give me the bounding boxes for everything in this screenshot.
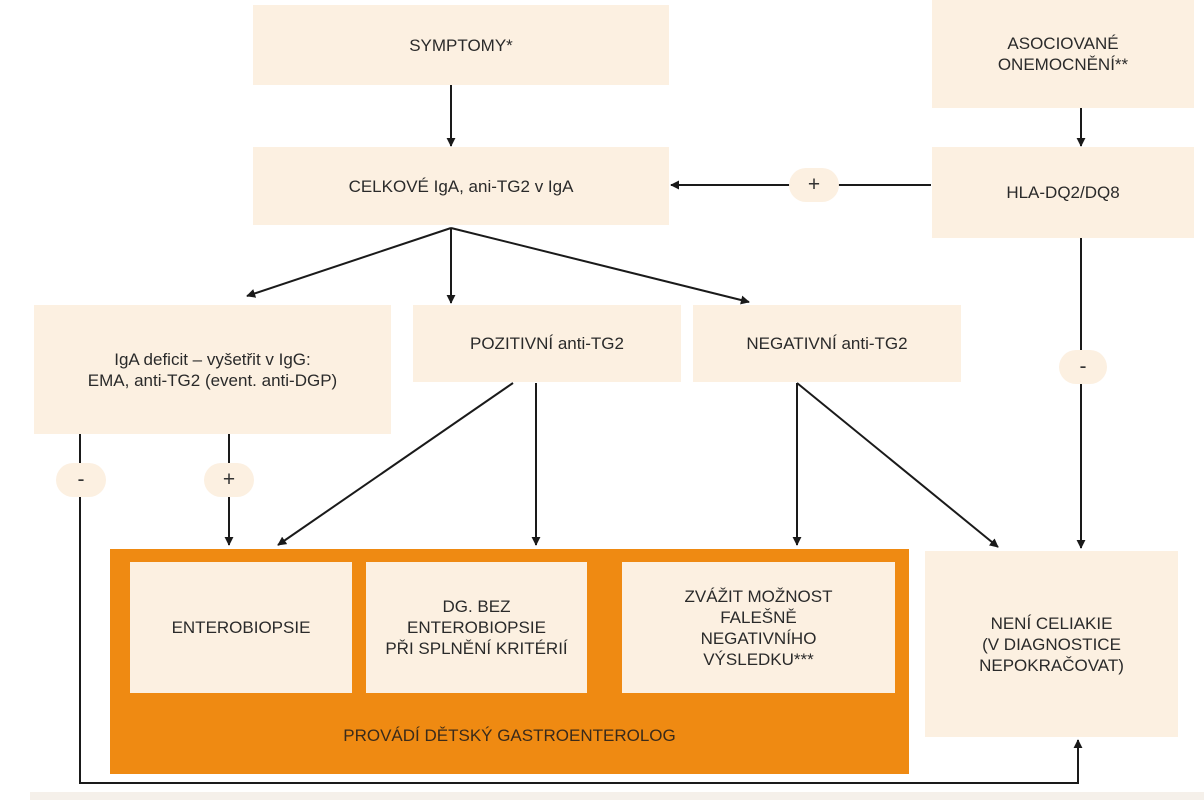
node-line: IgA deficit – vyšetřit v IgG:	[114, 349, 311, 369]
arrow-celkove-negativni	[450, 227, 750, 305]
node-hla: HLA-DQ2/DQ8	[932, 147, 1194, 238]
node-symptomy: SYMPTOMY*	[253, 5, 669, 85]
group-label: PROVÁDÍ DĚTSKÝ GASTROENTEROLOG	[343, 726, 676, 745]
node-line: NEGATIVNÍ anti-TG2	[746, 334, 908, 353]
node-negativni: NEGATIVNÍ anti-TG2	[693, 305, 961, 382]
node-line: NENÍ CELIAKIE	[990, 613, 1113, 633]
node-line: ONEMOCNĚNÍ**	[997, 55, 1129, 74]
arrow-pozitivni-enterobiopsie	[277, 382, 514, 546]
node-celkove: CELKOVÉ IgA, ani-TG2 v IgA	[253, 147, 669, 225]
node-line: ENTEROBIOPSIE	[171, 618, 311, 637]
plus-sign-hla: +	[789, 168, 839, 202]
node-line: CELKOVÉ IgA, ani-TG2 v IgA	[348, 176, 574, 196]
node-asociovane: ASOCIOVANÉ ONEMOCNĚNÍ**	[932, 0, 1194, 108]
node-line: NEPOKRAČOVAT)	[979, 655, 1124, 675]
node-line: ENTEROBIOPSIE	[407, 618, 546, 637]
node-line: ZVÁŽIT MOŽNOST	[684, 586, 833, 606]
node-line: EMA, anti-TG2 (event. anti-DGP)	[87, 370, 338, 390]
node-line: POZITIVNÍ anti-TG2	[470, 334, 624, 353]
node-line: SYMPTOMY*	[409, 35, 513, 55]
node-pozitivni: POZITIVNÍ anti-TG2	[413, 305, 681, 382]
node-line: VÝSLEDKU***	[703, 649, 814, 669]
node-line: DG. BEZ	[442, 597, 511, 616]
arrow-negativni-neni	[796, 382, 999, 548]
node-line: ASOCIOVANÉ	[1007, 34, 1119, 53]
node-neni-celiakie: NENÍ CELIAKIE (V DIAGNOSTICE NEPOKRAČOVA…	[925, 551, 1178, 737]
node-line: NEGATIVNÍHO	[700, 628, 817, 648]
node-line: (V DIAGNOSTICE	[982, 634, 1121, 654]
node-zvazit: ZVÁŽIT MOŽNOST FALEŠNĚ NEGATIVNÍHO VÝSLE…	[622, 562, 895, 693]
arrow-deficit-minus	[79, 434, 1083, 784]
node-line: FALEŠNĚ	[720, 607, 797, 627]
minus-sign-deficit: -	[56, 463, 106, 497]
bottom-strip	[30, 792, 1204, 800]
node-dg-bez: DG. BEZ ENTEROBIOPSIE PŘI SPLNĚNÍ KRITÉR…	[366, 562, 587, 693]
node-line: HLA-DQ2/DQ8	[1006, 183, 1120, 202]
node-iga-deficit: IgA deficit – vyšetřit v IgG: EMA, anti-…	[34, 305, 391, 434]
node-line: PŘI SPLNĚNÍ KRITÉRIÍ	[385, 639, 568, 658]
minus-sign-hla: -	[1059, 350, 1107, 384]
node-enterobiopsie: ENTEROBIOPSIE	[130, 562, 352, 693]
plus-sign-deficit: +	[204, 463, 254, 497]
arrow-celkove-deficit	[246, 227, 452, 298]
